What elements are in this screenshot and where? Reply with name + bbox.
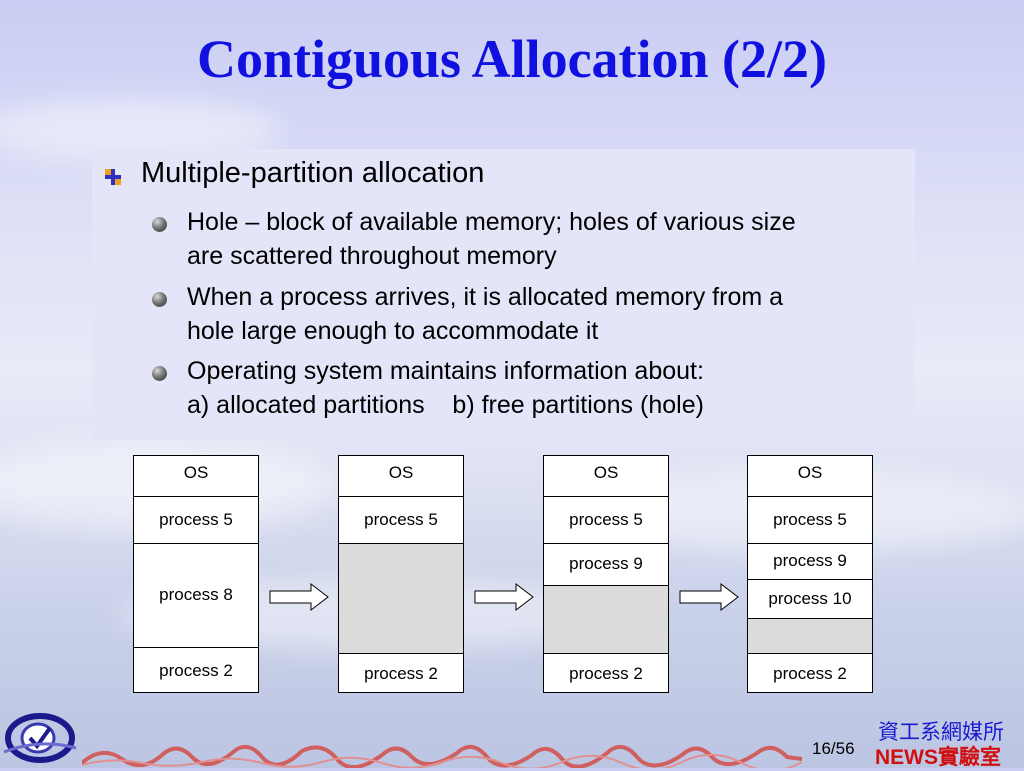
- segment-divider: [748, 579, 872, 580]
- round-bullet-icon: [152, 366, 167, 381]
- memory-segment: process 5: [773, 510, 847, 529]
- sub-bullet-line: a) allocated partitions b) free partitio…: [187, 391, 704, 419]
- memory-segment: process 5: [159, 510, 233, 529]
- segment-divider: [748, 618, 872, 619]
- square-bullet-icon: [105, 169, 121, 185]
- memory-segment: process 5: [569, 510, 643, 529]
- segment-divider: [339, 653, 463, 654]
- memory-segment: OS: [183, 463, 209, 482]
- memory-segment: process 8: [159, 585, 233, 604]
- memory-layout-2: OS process 5 process 2: [338, 455, 464, 693]
- department-label: 資工系網媒所: [878, 721, 1004, 744]
- segment-divider: [748, 496, 872, 497]
- memory-layout-3: OS process 5 process 9 process 2: [543, 455, 669, 693]
- memory-hole: [748, 618, 872, 653]
- main-bullet-text: Multiple-partition allocation: [141, 157, 485, 189]
- lab-label: NEWS實驗室: [875, 746, 1001, 769]
- memory-segment: process 5: [364, 510, 438, 529]
- right-arrow-icon: [679, 583, 739, 611]
- segment-divider: [544, 496, 668, 497]
- round-bullet-icon: [152, 292, 167, 307]
- memory-segment: process 9: [773, 551, 847, 570]
- memory-hole: [339, 543, 463, 653]
- memory-layout-1: OS process 5 process 8 process 2: [133, 455, 259, 693]
- content-panel: [92, 149, 915, 440]
- memory-segment: OS: [593, 463, 619, 482]
- segment-divider: [544, 543, 668, 544]
- sub-bullet-line: hole large enough to accommodate it: [187, 317, 599, 345]
- segment-divider: [134, 647, 258, 648]
- segment-divider: [339, 496, 463, 497]
- memory-layout-4: OS process 5 process 9 process 10 process 2: [747, 455, 873, 693]
- memory-segment: process 2: [569, 664, 643, 683]
- memory-segment: process 9: [569, 554, 643, 573]
- sub-bullet-line: Hole – block of available memory; holes …: [187, 208, 796, 236]
- right-arrow-icon: [474, 583, 534, 611]
- memory-segment: process 10: [768, 589, 852, 608]
- segment-divider: [134, 543, 258, 544]
- memory-segment: OS: [797, 463, 823, 482]
- decorative-wave: [82, 745, 802, 768]
- slide-title: Contiguous Allocation (2/2): [196, 29, 828, 89]
- segment-divider: [544, 585, 668, 586]
- sub-bullet-line: are scattered throughout memory: [187, 242, 557, 270]
- sub-bullet-line: Operating system maintains information a…: [187, 357, 704, 385]
- memory-segment: process 2: [364, 664, 438, 683]
- segment-divider: [748, 653, 872, 654]
- right-arrow-icon: [269, 583, 329, 611]
- sub-bullet-line: When a process arrives, it is allocated …: [187, 283, 784, 311]
- segment-divider: [748, 543, 872, 544]
- lab-logo: [3, 713, 77, 763]
- segment-divider: [339, 543, 463, 544]
- segment-divider: [134, 496, 258, 497]
- segment-divider: [544, 653, 668, 654]
- round-bullet-icon: [152, 217, 167, 232]
- memory-segment: process 2: [773, 664, 847, 683]
- memory-segment: process 2: [159, 661, 233, 680]
- memory-hole: [544, 585, 668, 653]
- page-number: 16/56: [812, 739, 855, 758]
- memory-segment: OS: [388, 463, 414, 482]
